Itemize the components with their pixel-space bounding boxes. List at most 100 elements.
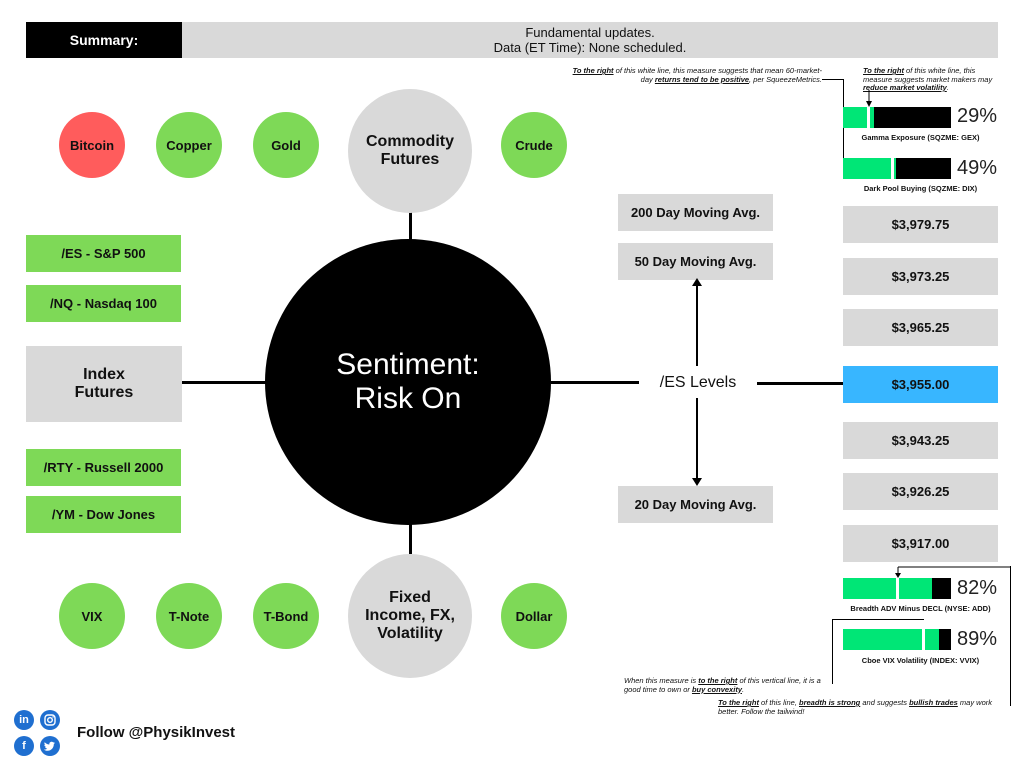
vvix-caption: Cboe VIX Volatility (INDEX: VVIX) xyxy=(861,656,980,665)
copper-circle: Copper xyxy=(156,112,222,178)
summary-line-2: Data (ET Time): None scheduled. xyxy=(493,40,687,55)
level-7: $3,917.00 xyxy=(843,525,998,562)
dix-caption: Dark Pool Buying (SQZME: DIX) xyxy=(863,184,978,193)
add-note-line-v xyxy=(1010,566,1011,706)
level-5: $3,943.25 xyxy=(843,422,998,459)
gex-meter xyxy=(843,107,951,128)
gex-note-d: . xyxy=(946,83,949,92)
summary-line-1: Fundamental updates. xyxy=(525,25,655,40)
dix-pct: 49% xyxy=(957,157,998,179)
gex-note: To the right of this white line, this me… xyxy=(863,66,1003,93)
nq-nasdaq-box: /NQ - Nasdaq 100 xyxy=(26,285,181,322)
fixed-income-hub: Fixed Income, FX, Volatility xyxy=(348,554,472,678)
copper-label: Copper xyxy=(166,137,212,153)
vvix-note-c: of this vertical line, it is a good time… xyxy=(624,676,821,694)
gold-circle: Gold xyxy=(253,112,319,178)
gold-label: Gold xyxy=(271,137,301,153)
dix-note-a: To the right xyxy=(572,66,614,75)
vvix-meter-fill xyxy=(843,629,940,650)
sentiment-line-2: Risk On xyxy=(354,382,462,415)
gex-note-arrow xyxy=(866,90,872,107)
level-1: $3,979.75 xyxy=(843,206,998,243)
twitter-icon[interactable] xyxy=(40,736,60,756)
gex-meter-fill xyxy=(843,107,875,128)
ym-dow-box: /YM - Dow Jones xyxy=(26,496,181,533)
fixed-income-label: Fixed Income, FX, Volatility xyxy=(365,589,455,642)
gex-threshold-mark xyxy=(867,107,870,128)
connector-left xyxy=(182,381,266,384)
level-3: $3,965.25 xyxy=(843,309,998,346)
tnote-circle: T-Note xyxy=(156,583,222,649)
sentiment-line-1: Sentiment: xyxy=(336,348,480,381)
es-levels-label: /ES Levels xyxy=(659,374,737,391)
vvix-note-b: to the right xyxy=(698,676,738,685)
ma200-box: 200 Day Moving Avg. xyxy=(618,194,773,231)
gex-pct: 29% xyxy=(957,105,998,127)
commodity-futures-hub: Commodity Futures xyxy=(348,89,472,213)
dix-threshold-mark xyxy=(891,158,894,179)
dix-meter xyxy=(843,158,951,179)
summary-text: Fundamental updates. Data (ET Time): Non… xyxy=(182,22,998,58)
add-meter xyxy=(843,578,951,599)
gex-note-a: To the right xyxy=(863,66,904,75)
level-4-current: $3,955.00 xyxy=(843,366,998,403)
add-pct: 82% xyxy=(957,577,998,599)
dollar-circle: Dollar xyxy=(501,583,567,649)
linkedin-icon[interactable]: in xyxy=(14,710,34,730)
tnote-label: T-Note xyxy=(168,608,210,624)
follow-handle[interactable]: Follow @PhysikInvest xyxy=(77,724,235,741)
dix-note-line-h xyxy=(822,79,844,80)
facebook-icon[interactable]: f xyxy=(14,736,34,756)
level-6: $3,926.25 xyxy=(843,473,998,510)
dix-note-b: of this white line, this measure suggest… xyxy=(613,66,822,84)
dollar-label: Dollar xyxy=(515,608,553,624)
vvix-note-line-v xyxy=(832,619,833,684)
dix-meter-fill xyxy=(843,158,896,179)
dix-note: To the right of this white line, this me… xyxy=(567,66,822,84)
add-caption: Breadth ADV Minus DECL (NYSE: ADD) xyxy=(850,604,991,613)
add-arrow xyxy=(895,566,1011,578)
add-note: To the right of this line, breadth is st… xyxy=(718,698,1008,716)
vvix-note-line-h xyxy=(832,619,924,620)
ma-arrows xyxy=(692,278,702,486)
es-sp500-box: /ES - S&P 500 xyxy=(26,235,181,272)
tbond-label: T-Bond xyxy=(263,608,309,624)
connector-right xyxy=(551,381,639,384)
connector-top xyxy=(409,212,412,240)
vvix-note-a: When this measure is xyxy=(624,676,699,685)
crude-label: Crude xyxy=(515,137,553,153)
add-note-b: of this line, xyxy=(758,698,799,707)
instagram-icon[interactable] xyxy=(40,710,60,730)
gex-note-b: of this white line, this measure suggest… xyxy=(863,66,993,84)
summary-label: Summary: xyxy=(26,22,182,58)
index-futures-hub: Index Futures xyxy=(26,346,182,422)
add-note-e: bullish trades xyxy=(909,698,958,707)
vvix-note: When this measure is to the right of thi… xyxy=(624,676,829,694)
level-2: $3,973.25 xyxy=(843,258,998,295)
ma50-box: 50 Day Moving Avg. xyxy=(618,243,773,280)
add-note-f: may work better. Follow the tailwind! xyxy=(718,698,992,716)
add-note-d: and suggests xyxy=(860,698,910,707)
commodity-futures-label: Commodity Futures xyxy=(366,133,454,168)
crude-circle: Crude xyxy=(501,112,567,178)
tbond-circle: T-Bond xyxy=(253,583,319,649)
add-note-c: breadth is strong xyxy=(799,698,861,707)
add-note-a: To the right xyxy=(718,698,759,707)
gex-note-c: reduce market volatility xyxy=(863,83,947,92)
rty-russell-box: /RTY - Russell 2000 xyxy=(26,449,181,486)
vvix-note-e: . xyxy=(742,684,745,694)
bitcoin-circle: Bitcoin xyxy=(59,112,125,178)
vvix-threshold-mark xyxy=(922,629,925,650)
sentiment-circle: Sentiment: Risk On xyxy=(265,239,551,525)
vvix-meter xyxy=(843,629,951,650)
bitcoin-label: Bitcoin xyxy=(69,137,115,153)
gex-caption: Gamma Exposure (SQZME: GEX) xyxy=(861,133,980,142)
connector-bottom xyxy=(409,524,412,554)
vvix-pct: 89% xyxy=(957,628,998,650)
vix-label: VIX xyxy=(81,608,103,624)
connector-levels xyxy=(757,382,843,385)
vix-circle: VIX xyxy=(59,583,125,649)
ma20-box: 20 Day Moving Avg. xyxy=(618,486,773,523)
add-threshold-mark xyxy=(896,578,899,599)
dix-note-c: returns tend to be positive xyxy=(654,74,750,84)
